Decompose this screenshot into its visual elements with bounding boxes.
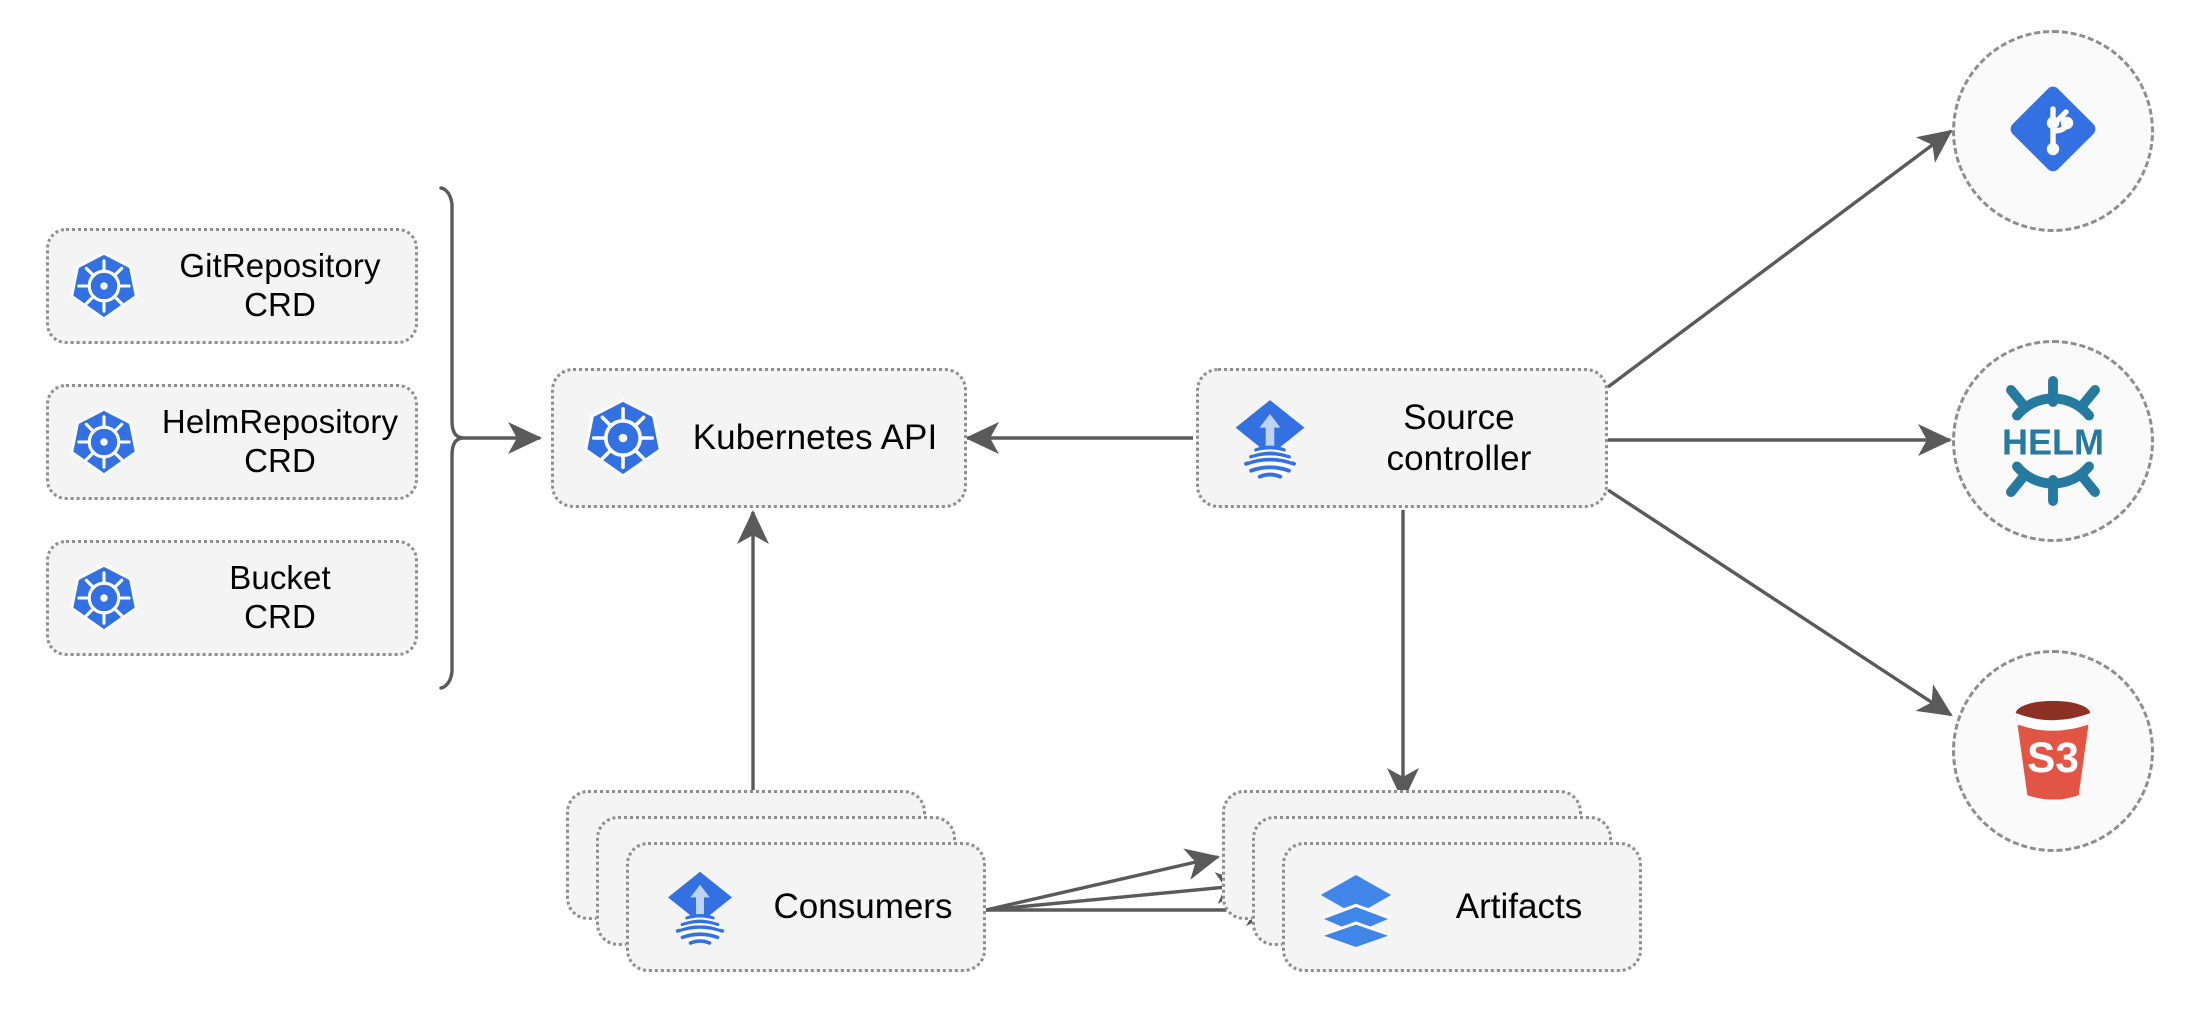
node-artifacts-stack[interactable]: Artifacts: [1222, 790, 1642, 990]
node-consumers-stack[interactable]: Consumers: [566, 790, 986, 990]
flux-icon: [1227, 395, 1313, 481]
consumers-stack-card-front[interactable]: Consumers: [626, 842, 986, 972]
kubernetes-icon: [67, 249, 141, 323]
crd-group-brace: [439, 186, 465, 690]
kubernetes-icon: [580, 395, 666, 481]
git-icon: [2003, 79, 2103, 184]
artifacts-stack-card-front[interactable]: Artifacts: [1282, 842, 1642, 972]
edge-sourcecontroller-to-s3: [1607, 488, 1953, 717]
helm-wordmark: HELM: [2002, 422, 2104, 463]
s3-icon: S3: [1989, 685, 2117, 818]
edge-sourcecontroller-to-git: [1606, 129, 1953, 389]
kubernetes-icon: [67, 561, 141, 635]
kubernetes-icon: [67, 405, 141, 479]
layers-icon: [1313, 864, 1399, 950]
node-label: Consumers: [773, 887, 953, 926]
edge-consumers-to-artifact-1: [985, 848, 1220, 912]
node-label: Artifacts: [1455, 887, 1583, 926]
s3-wordmark: S3: [2027, 734, 2079, 781]
node-label: Kubernetes API: [692, 418, 938, 458]
node-git-source[interactable]: [1952, 30, 2154, 232]
node-kubernetes-api[interactable]: Kubernetes API: [551, 368, 967, 508]
node-s3-source[interactable]: S3: [1952, 650, 2154, 852]
flux-icon: [657, 864, 743, 950]
node-helm-source[interactable]: HELM: [1952, 340, 2154, 542]
edge-consumers-to-artifact-2: [985, 872, 1251, 912]
helm-icon: HELM: [1978, 366, 2128, 516]
